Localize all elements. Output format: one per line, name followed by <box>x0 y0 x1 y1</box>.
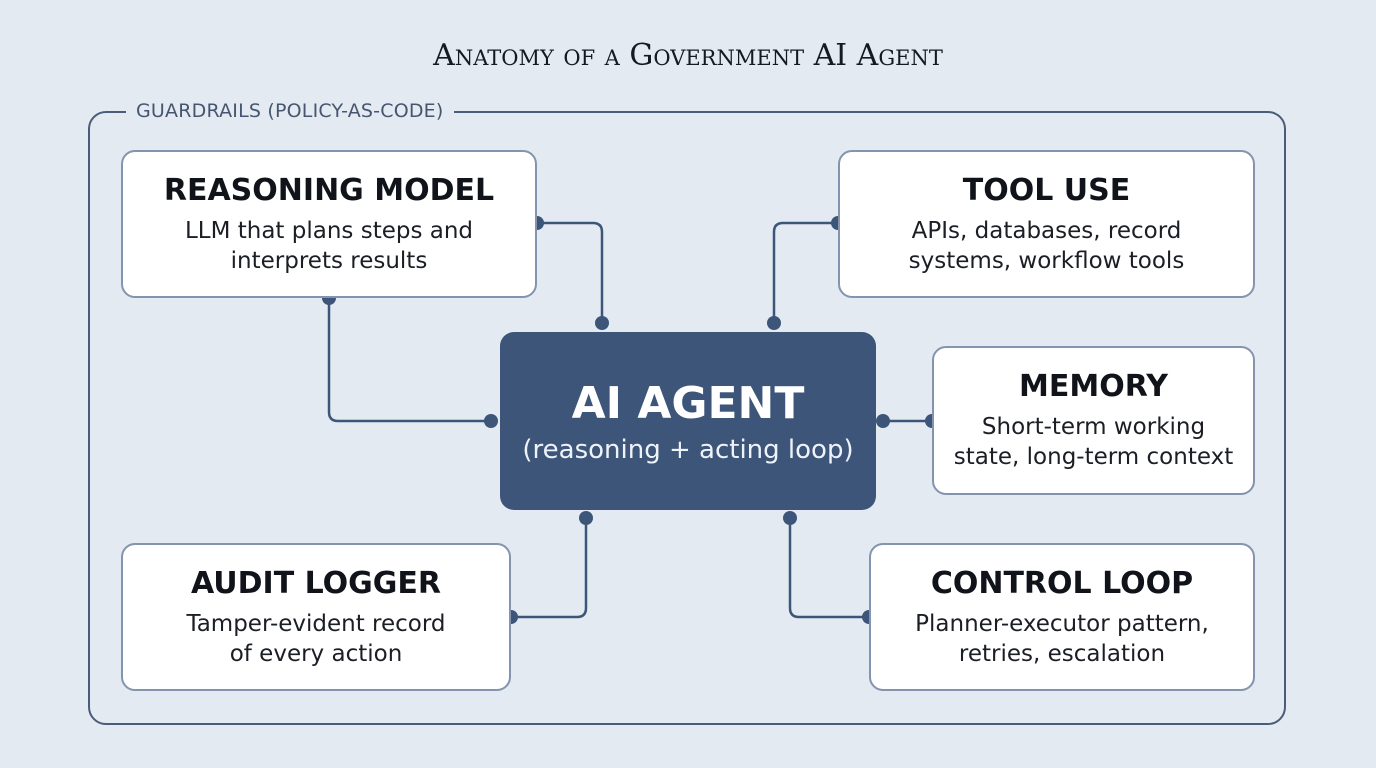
connector-dot <box>595 316 609 330</box>
connector-reasoning-bottom <box>327 298 491 423</box>
connector-audit <box>511 518 588 619</box>
card-description: LLM that plans steps and interprets resu… <box>184 217 474 274</box>
connector-dot <box>876 414 890 428</box>
reasoning-model-card: REASONING MODEL LLM that plans steps and… <box>121 150 537 298</box>
connector-dot <box>484 414 498 428</box>
ai-agent-hub: AI AGENT (reasoning + acting loop) <box>500 332 876 510</box>
audit-logger-card: AUDIT LOGGER Tamper-evident record of ev… <box>121 543 511 691</box>
card-title: AUDIT LOGGER <box>190 565 442 601</box>
card-title: CONTROL LOOP <box>930 565 1194 601</box>
card-title: REASONING MODEL <box>163 172 495 208</box>
connector-dot <box>767 316 781 330</box>
memory-card: MEMORY Short-term working state, long-te… <box>932 346 1255 495</box>
card-title: TOOL USE <box>962 172 1131 208</box>
tool-use-card: TOOL USE APIs, databases, record systems… <box>838 150 1255 298</box>
card-description: APIs, databases, record systems, workflo… <box>908 217 1185 274</box>
connector-reasoning-right <box>537 221 604 323</box>
card-title: MEMORY <box>1019 369 1168 404</box>
connector-control <box>788 518 869 619</box>
hub-title: AI AGENT <box>571 377 805 429</box>
card-description: Tamper-evident record of every action <box>186 610 446 667</box>
diagram-title: Anatomy of a Government AI Agent <box>433 38 943 73</box>
connector-tools <box>772 221 838 323</box>
guardrails-label: GUARDRAILS (POLICY-AS-CODE) <box>126 100 454 122</box>
card-description: Short-term working state, long-term cont… <box>953 414 1234 470</box>
guardrails-frame <box>88 111 1286 725</box>
card-description: Planner-executor pattern, retries, escal… <box>915 610 1209 667</box>
connector-dot <box>579 511 593 525</box>
connector-dot <box>783 511 797 525</box>
hub-subtitle: (reasoning + acting loop) <box>522 434 854 465</box>
control-loop-card: CONTROL LOOP Planner-executor pattern, r… <box>869 543 1255 691</box>
